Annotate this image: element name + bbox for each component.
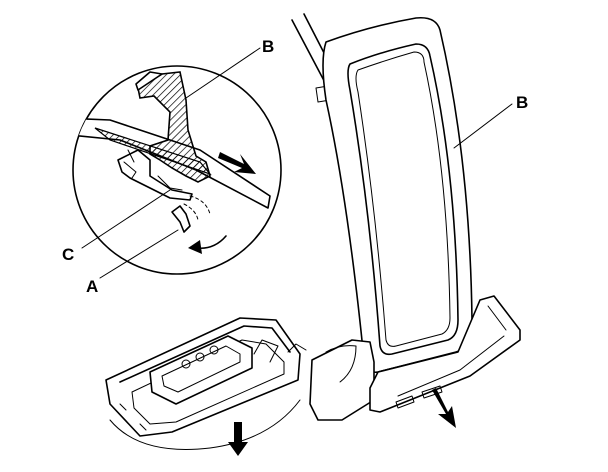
- panel-base-tray: [369, 295, 521, 413]
- pull-direction-arrow: [218, 152, 256, 174]
- bracket-removal-arrow: [228, 422, 248, 456]
- leader-b-detail: [185, 47, 261, 99]
- callout-c: C: [62, 245, 74, 264]
- trim-panel-inner: [347, 43, 459, 356]
- rotate-direction-arrow: [188, 240, 202, 254]
- leader-a: [99, 229, 179, 279]
- callout-a: A: [86, 277, 98, 296]
- leader-c: [81, 189, 171, 249]
- callout-b-panel: B: [516, 93, 528, 112]
- clip-top-tab: [135, 71, 163, 91]
- callout-b-detail: B: [262, 37, 274, 56]
- leader-b-panel: [453, 103, 513, 149]
- sill-bracket: [105, 317, 307, 456]
- panel-removal-arrow: [432, 388, 456, 428]
- pillar-trim-panel: [291, 13, 521, 428]
- trim-clip-section: [137, 71, 211, 183]
- detail-magnifier: [72, 65, 282, 275]
- body-flange: [117, 149, 193, 201]
- clip-a: [171, 205, 191, 233]
- sill-bracket-boss: [149, 335, 253, 405]
